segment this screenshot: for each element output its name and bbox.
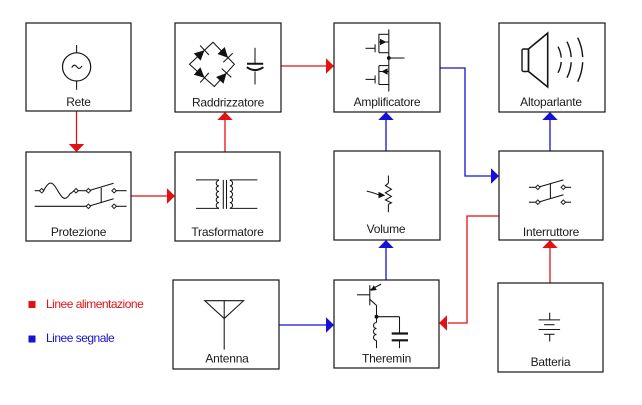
svg-text:Volume: Volume: [367, 222, 406, 236]
svg-text:Antenna: Antenna: [205, 352, 249, 366]
svg-text:Altoparlante: Altoparlante: [520, 95, 582, 109]
svg-text:Rete: Rete: [66, 95, 91, 109]
svg-text:Linee alimentazione: Linee alimentazione: [46, 297, 144, 311]
svg-text:Theremin: Theremin: [362, 352, 411, 366]
svg-text:Protezione: Protezione: [51, 225, 107, 239]
svg-text:Raddrizzatore: Raddrizzatore: [192, 96, 265, 110]
svg-text:Linee segnale: Linee segnale: [46, 331, 115, 345]
svg-text:Interruttore: Interruttore: [523, 225, 580, 239]
svg-text:Batteria: Batteria: [531, 355, 571, 369]
svg-text:Amplificatore: Amplificatore: [354, 95, 421, 109]
svg-text:Trasformatore: Trasformatore: [191, 225, 264, 239]
